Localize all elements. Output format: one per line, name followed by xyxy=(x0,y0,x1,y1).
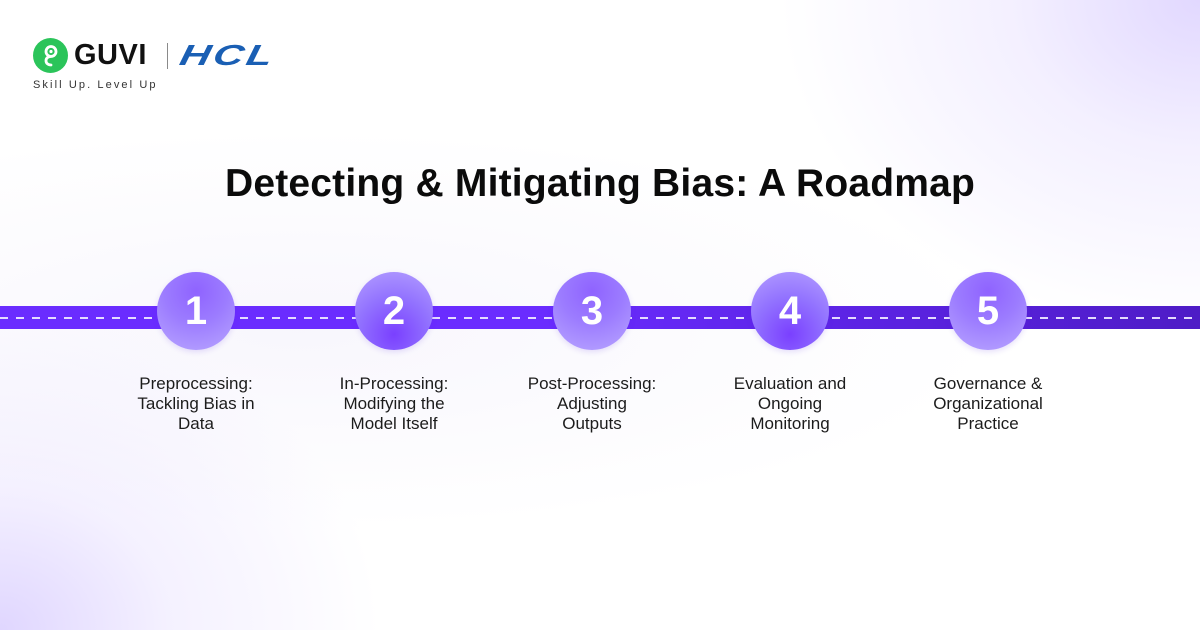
step-label-line: Post-Processing: xyxy=(527,374,657,393)
roadmap-step-3: 3 Post-Processing: Adjusting Outputs xyxy=(492,272,692,434)
step-number-badge: 2 xyxy=(355,272,433,350)
step-label-line: Governance & xyxy=(933,374,1043,393)
logo-divider xyxy=(167,43,168,69)
step-number-badge: 4 xyxy=(751,272,829,350)
step-label-line: In-Processing: xyxy=(339,374,449,393)
step-number-badge: 5 xyxy=(949,272,1027,350)
step-label-line: Tackling Bias in xyxy=(137,394,255,413)
step-label: Post-Processing: Adjusting Outputs xyxy=(507,374,677,434)
step-label-line: Modifying the xyxy=(343,394,445,413)
step-label-line: Organizational xyxy=(933,394,1043,413)
step-label: Preprocessing: Tackling Bias in Data xyxy=(111,374,281,434)
page-title: Detecting & Mitigating Bias: A Roadmap xyxy=(224,162,976,205)
step-label: Evaluation and Ongoing Monitoring xyxy=(705,374,875,434)
guvi-glyph-icon xyxy=(44,44,57,66)
guvi-logo-icon xyxy=(33,38,68,73)
step-number-badge: 3 xyxy=(553,272,631,350)
roadmap-step-5: 5 Governance & Organizational Practice xyxy=(888,272,1088,434)
guvi-wordmark: GUVI xyxy=(74,39,147,71)
roadmap-step-4: 4 Evaluation and Ongoing Monitoring xyxy=(690,272,890,434)
tagline: Skill Up. Level Up xyxy=(33,79,158,91)
step-number-badge: 1 xyxy=(157,272,235,350)
step-label-line: Model Itself xyxy=(350,414,438,433)
step-label-line: Preprocessing: xyxy=(139,374,253,393)
roadmap-step-1: 1 Preprocessing: Tackling Bias in Data xyxy=(96,272,296,434)
step-label-line: Ongoing xyxy=(757,394,823,413)
step-label-line: Adjusting xyxy=(557,394,627,413)
step-label: In-Processing: Modifying the Model Itsel… xyxy=(309,374,479,434)
hcl-wordmark: HCL xyxy=(176,40,279,72)
step-label-line: Monitoring xyxy=(750,414,830,433)
roadmap-step-2: 2 In-Processing: Modifying the Model Its… xyxy=(294,272,494,434)
step-label: Governance & Organizational Practice xyxy=(903,374,1073,434)
step-label-line: Practice xyxy=(957,414,1019,433)
step-label-line: Data xyxy=(178,414,214,433)
step-label-line: Outputs xyxy=(562,414,622,433)
step-label-line: Evaluation and xyxy=(733,374,847,393)
